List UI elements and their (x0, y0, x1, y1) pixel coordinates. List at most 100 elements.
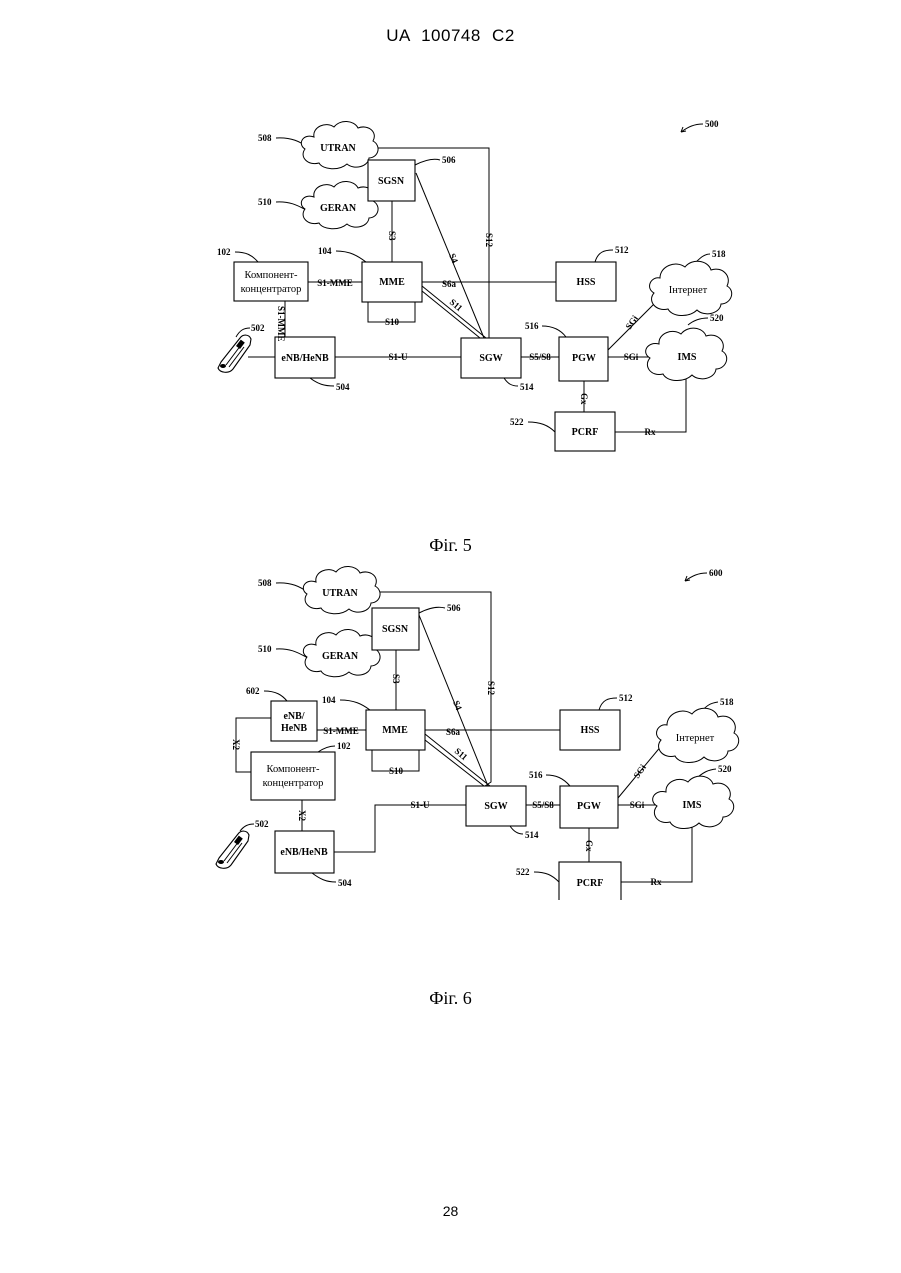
fig6-geran-label: GERAN (322, 651, 359, 662)
fig5-hub-label-2: концентратор (241, 284, 302, 295)
fig5-ref-104: 104 (318, 246, 332, 256)
fig6-s1u-label: S1-U (410, 800, 430, 810)
fig6-x2-left-label: X2 (231, 739, 241, 750)
fig6-ref-102: 102 (337, 741, 351, 751)
fig5-utran-label: UTRAN (320, 143, 356, 154)
fig6-ref-502: 502 (255, 819, 269, 829)
fig6-ref-506: 506 (447, 603, 461, 613)
fig6-leader-502 (240, 824, 254, 831)
fig6-hub-label-2: концентратор (263, 778, 324, 789)
fig6-line-s1u (334, 805, 466, 852)
fig5-s3-label: S3 (387, 231, 397, 241)
fig5-ref-512: 512 (615, 245, 629, 255)
fig5-s1u-label: S1-U (388, 352, 408, 362)
fig6-ref-514: 514 (525, 830, 539, 840)
fig5-leader-520 (688, 318, 708, 325)
fig6-line-s4 (419, 615, 488, 786)
fig5-leader-512 (595, 250, 613, 262)
fig6-ref-522: 522 (516, 867, 530, 877)
figure-6-caption: Фіг. 6 (0, 988, 901, 1009)
fig5-line-rx (615, 377, 686, 432)
fig6-pcrf-label: PCRF (577, 878, 604, 889)
fig5-leader-514 (504, 378, 518, 386)
fig6-leader-506 (419, 607, 445, 613)
fig5-internet-label: Інтернет (669, 285, 708, 296)
fig6-ref-512: 512 (619, 693, 633, 703)
fig6-leader-504 (312, 873, 336, 882)
figure-5-diagram: UTRAN GERAN SGSN Компонент- концентратор… (0, 100, 901, 470)
fig5-s5s8-label: S5/S8 (529, 352, 551, 362)
fig5-ref-510: 510 (258, 197, 272, 207)
fig6-internet-label: Інтернет (676, 733, 715, 744)
fig6-ref-520: 520 (718, 764, 732, 774)
fig6-gx-label: Gx (584, 840, 594, 852)
fig5-ue-handset-icon (218, 335, 251, 372)
fig5-enb-label: eNB/HeNB (281, 353, 329, 364)
fig6-utran-label: UTRAN (322, 588, 358, 599)
fig5-sgsn-label: SGSN (378, 176, 405, 187)
fig5-rx-label: Rx (645, 427, 656, 437)
figure-5-caption: Фіг. 5 (0, 535, 901, 556)
fig6-sgi-ims-label: SGi (630, 800, 645, 810)
fig5-ref-518: 518 (712, 249, 726, 259)
fig6-hss-label: HSS (581, 725, 600, 736)
fig5-ref-508: 508 (258, 133, 272, 143)
fig5-ref-500: 500 (705, 119, 719, 129)
fig5-leader-506 (415, 159, 440, 165)
fig6-sgw-label: SGW (484, 801, 507, 812)
fig5-s1mme-label: S1-MME (317, 278, 353, 288)
fig6-s3-label: S3 (391, 674, 401, 684)
fig6-line-rx (621, 826, 692, 882)
fig6-leader-522 (534, 872, 559, 882)
fig5-ref-514: 514 (520, 382, 534, 392)
fig5-gx-label: Gx (579, 393, 589, 405)
fig6-s1mme-label: S1-MME (323, 726, 359, 736)
fig5-sgi-ims-label: SGi (624, 352, 639, 362)
fig5-s10-label: S10 (385, 317, 400, 327)
fig6-ref-504: 504 (338, 878, 352, 888)
fig6-ref-508: 508 (258, 578, 272, 588)
fig5-s6a-label: S6a (442, 279, 457, 289)
fig5-leader-500-arrow (681, 124, 703, 132)
fig5-leader-104 (336, 251, 366, 262)
fig5-ref-516: 516 (525, 321, 539, 331)
fig5-line-s11-b (422, 291, 480, 338)
fig6-line-s11-a (425, 734, 490, 786)
fig5-sgw-label: SGW (479, 353, 502, 364)
fig6-leader-514 (510, 826, 523, 834)
fig6-leader-102 (318, 746, 335, 752)
fig6-leader-602 (264, 691, 287, 701)
fig6-s4-label: S4 (451, 699, 464, 712)
fig6-ref-104: 104 (322, 695, 336, 705)
fig6-hub-label-1: Компонент- (266, 764, 320, 775)
fig6-leader-512 (599, 698, 617, 710)
fig5-leader-516 (542, 326, 566, 337)
fig5-ref-102: 102 (217, 247, 231, 257)
fig6-s11-label: S11 (453, 746, 470, 763)
fig5-hss-label: HSS (577, 277, 596, 288)
fig5-ref-520: 520 (710, 313, 724, 323)
fig6-enb-top-label-2: HeNB (281, 723, 307, 734)
fig5-geran-label: GERAN (320, 203, 357, 214)
fig5-ims-label: IMS (678, 352, 697, 363)
fig5-ref-522: 522 (510, 417, 524, 427)
fig6-ref-510: 510 (258, 644, 272, 654)
fig6-s10-label: S10 (389, 766, 404, 776)
fig5-pgw-label: PGW (572, 353, 596, 364)
fig5-hub-box (234, 262, 308, 301)
fig6-ref-602: 602 (246, 686, 260, 696)
page-number: 28 (0, 1203, 901, 1219)
fig5-hub-label-1: Компонент- (244, 270, 298, 281)
fig6-leader-600-arrow (685, 573, 707, 581)
fig6-rx-label: Rx (651, 877, 662, 887)
fig5-leader-522 (528, 422, 555, 432)
fig6-s6a-label: S6a (446, 727, 461, 737)
fig6-pgw-label: PGW (577, 801, 601, 812)
fig6-enb-top-label-1: eNB/ (283, 711, 304, 722)
fig6-sgsn-label: SGSN (382, 624, 409, 635)
figure-6-diagram: UTRAN GERAN SGSN eNB/ HeNB MME HSS Інтер… (0, 560, 901, 900)
fig5-pcrf-label: PCRF (572, 427, 599, 438)
fig6-ref-518: 518 (720, 697, 734, 707)
patent-header: UA 100748 C2 (0, 26, 901, 46)
fig5-s11-label: S11 (448, 297, 465, 314)
